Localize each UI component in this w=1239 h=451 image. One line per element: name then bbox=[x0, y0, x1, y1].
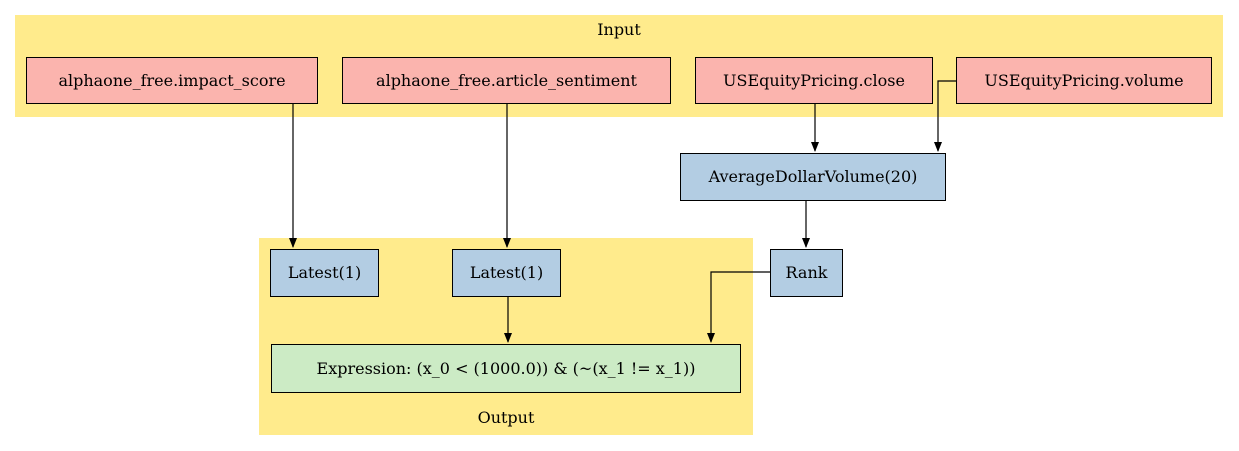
node-article-sentiment[interactable]: alphaone_free.article_sentiment bbox=[342, 57, 671, 104]
node-expression-label: Expression: (x_0 < (1000.0)) & (~(x_1 !=… bbox=[316, 358, 696, 378]
node-article-sentiment-label: alphaone_free.article_sentiment bbox=[376, 70, 637, 90]
node-latest-sentiment[interactable]: Latest(1) bbox=[452, 249, 561, 297]
node-latest-sentiment-label: Latest(1) bbox=[469, 263, 544, 282]
node-latest-impact-label: Latest(1) bbox=[287, 263, 362, 282]
node-average-dollar-volume-label: AverageDollarVolume(20) bbox=[708, 167, 918, 186]
node-impact-score-label: alphaone_free.impact_score bbox=[58, 70, 286, 90]
node-impact-score[interactable]: alphaone_free.impact_score bbox=[26, 57, 318, 104]
output-cluster-label: Output bbox=[477, 408, 535, 427]
node-close-label: USEquityPricing.close bbox=[723, 70, 905, 90]
node-latest-impact[interactable]: Latest(1) bbox=[270, 249, 379, 297]
node-rank-label: Rank bbox=[785, 263, 828, 282]
input-cluster-label: Input bbox=[597, 20, 641, 39]
node-expression[interactable]: Expression: (x_0 < (1000.0)) & (~(x_1 !=… bbox=[271, 344, 741, 393]
node-close[interactable]: USEquityPricing.close bbox=[695, 57, 933, 104]
node-rank[interactable]: Rank bbox=[770, 249, 843, 297]
node-volume-label: USEquityPricing.volume bbox=[984, 70, 1184, 90]
node-volume[interactable]: USEquityPricing.volume bbox=[956, 57, 1212, 104]
node-average-dollar-volume[interactable]: AverageDollarVolume(20) bbox=[680, 153, 946, 201]
